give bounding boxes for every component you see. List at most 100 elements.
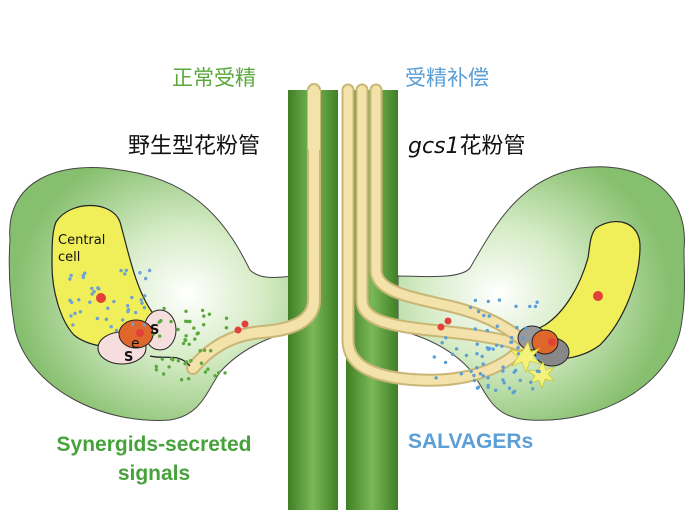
right-pollen-tubes [341,83,529,387]
signal-dot [88,300,92,304]
signal-dot [510,340,514,344]
signal-dot [486,385,490,389]
signal-dot [516,346,520,350]
signal-dot [450,352,455,356]
right-egg-nucleus [548,338,556,346]
signal-dot [487,314,491,318]
signal-dot [130,295,134,300]
signal-dot [217,371,221,375]
signal-dot [475,366,479,370]
signal-dot [528,304,532,309]
right-signal-dots [432,298,541,395]
right-tube-label: gcs1花粉管 [408,128,526,160]
signal-dot [515,325,519,330]
signal-dot [126,304,130,308]
signal-dot [514,304,518,308]
signal-dot [69,273,73,278]
signal-dot [518,378,522,383]
signal-dot [143,294,147,298]
signal-dot [95,316,100,321]
signal-dot [514,368,518,373]
signal-dot [196,331,200,335]
signal-dot [497,298,502,302]
egg-letter: e [131,336,140,352]
signal-dot [501,369,505,373]
signal-dot [535,300,539,304]
signal-dot [169,319,173,324]
signal-dot [486,376,490,380]
signal-dot [158,334,162,338]
signal-dot [202,323,206,327]
signal-dot [114,328,119,333]
signal-dot [536,356,540,360]
signal-dot [68,277,72,281]
signal-dot [126,309,130,314]
signal-dot [152,332,156,336]
signal-dot [123,272,127,276]
signal-dot [186,319,190,324]
signal-dot [440,341,444,345]
signal-dot [434,376,438,380]
signal-dot [142,323,146,327]
left-central-nucleus [96,293,106,303]
signal-dot [473,298,478,303]
signal-dot [475,342,479,346]
signal-dot [140,301,144,305]
signal-dot [486,299,490,304]
signal-dot [206,367,210,371]
signal-dot [459,372,464,376]
signal-dot [224,316,229,320]
signal-dot [187,342,191,346]
signal-dot [92,289,96,294]
signal-dot [482,313,486,318]
signal-dot [476,309,481,314]
signal-dot [478,372,483,376]
signal-dot [96,286,100,290]
signal-dot [134,310,138,315]
signal-dot [78,310,83,314]
signal-dot [162,306,166,311]
signal-dot [224,326,229,330]
signal-dot [516,352,521,356]
signal-dot [480,354,484,359]
signal-dot [192,326,196,330]
right-central-nucleus [593,291,603,301]
signal-dot [485,328,489,333]
signal-dot [176,359,180,363]
signal-dot [69,314,73,318]
signal-dot [104,317,109,321]
signal-dot [119,268,123,273]
left-tube-label: 野生型花粉管 [128,134,261,159]
signal-dot [77,298,81,302]
signal-dot [167,365,171,369]
signal-dot [500,344,504,348]
signal-dot [464,353,469,358]
signal-dot [494,388,498,392]
signal-dot [443,360,448,365]
left-heading: 正常受精 [172,66,256,90]
gene-name: gcs1 [408,134,460,159]
signal-dot [202,348,207,352]
signal-dot [181,341,186,346]
signal-dot [469,369,473,374]
signal-dot [481,374,485,378]
signal-dot [161,372,166,376]
signal-dot [184,309,188,313]
signal-dot [90,286,94,291]
signal-dot [501,365,505,369]
signal-dot [112,299,116,304]
signal-dot [71,323,75,327]
right-signal-label: SALVAGERs [408,430,534,453]
signal-dot [468,305,473,310]
signal-dot [144,276,148,281]
signal-dot [213,374,217,378]
signal-dot [73,311,77,316]
signal-dot [160,357,164,361]
signal-dot [90,292,94,296]
signal-dot [159,319,163,323]
signal-dot [154,368,159,372]
signal-dot [154,364,158,369]
